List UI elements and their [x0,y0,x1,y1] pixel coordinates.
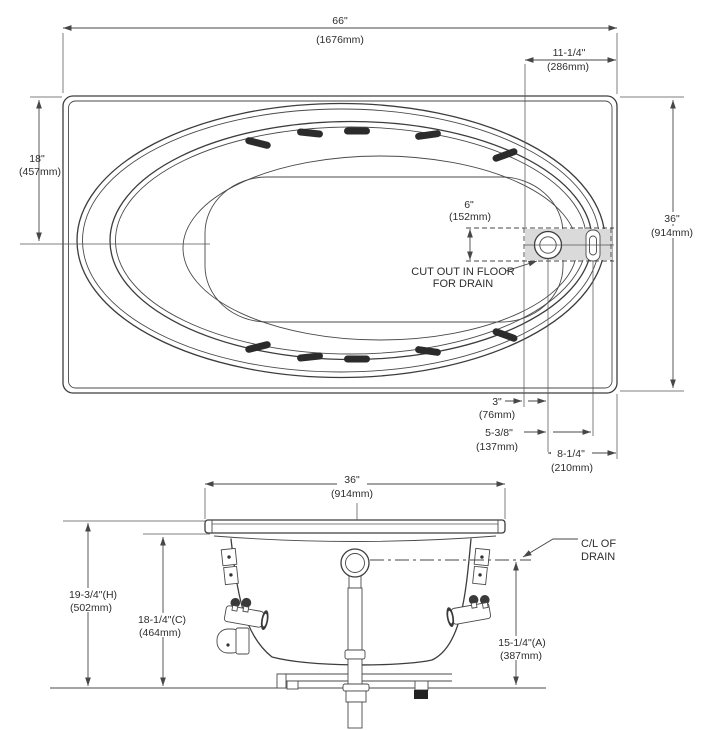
dim-text: 8-1/4" [557,448,585,460]
dim-overall-width: 66" (1676mm) [63,15,617,46]
drain-cutout [466,227,614,262]
tub-deck-outline [62,95,618,394]
jet-icon [245,137,271,149]
jet-icon [245,341,271,353]
jet-icon [492,328,518,342]
jet-icon [344,127,370,135]
cutout-label-line2: FOR DRAIN [433,278,494,290]
dim-text: 5-3/8" [485,427,513,439]
leader-line [522,538,578,558]
dim-text-mm: (210mm) [551,462,593,474]
dim-text-mm: (464mm) [139,627,181,639]
dim-height-h: 19-3/4"(H) (502mm) [60,523,122,686]
dim-text-mm: (76mm) [479,409,515,421]
jet-icon [344,355,370,363]
drain-cl-label: C/L OF DRAIN [522,538,616,563]
dim-drain-offset-b: 5-3/8" (137mm) [476,427,591,453]
dim-deck-end: 11-1/4" (286mm) [525,47,616,73]
dim-text-mm: (502mm) [70,602,112,614]
trap-flange [342,683,370,692]
valve-assembly-left [216,597,269,655]
tub-foot-pad [414,690,428,699]
dim-text: 15-1/4"(A) [498,637,546,649]
drain-pipe [347,587,363,651]
valve-knob-icon [241,597,252,608]
dim-text-mm: (286mm) [547,61,589,73]
tub-foot [276,673,287,689]
blower-icon [216,627,250,655]
dim-text: 18-1/4"(C) [138,614,186,626]
dim-height-c: 18-1/4"(C) (464mm) [133,537,193,686]
dim-text: 6" [464,199,474,211]
dim-text: 18" [29,153,45,165]
cutout-label: CUT OUT IN FLOOR FOR DRAIN [411,260,538,290]
dim-half-depth: 18" (457mm) [19,100,61,241]
dim-drain-offset-a: 3" (76mm) [479,396,546,421]
dim-text: 36" [344,474,360,486]
dim-drain-offset-c: 8-1/4" (210mm) [548,446,616,474]
dim-overall-depth: 36" (914mm) [647,100,699,388]
dim-drain-cutout: 6" (152mm) [449,199,491,260]
wall-bracket-right [472,547,491,586]
tub-foot [414,680,429,691]
tub-support-rail [276,673,452,699]
dim-text-mm: (387mm) [500,650,542,662]
dim-text-mm: (152mm) [449,211,491,223]
section-view: 36" (914mm) C/L OF DRAIN 19-3/4"(H) (502… [50,474,616,729]
plan-extension-lines [30,33,684,459]
dim-text: 11-1/4" [553,47,586,59]
tub-rim-slab [204,519,506,534]
jet-icon [297,128,323,138]
drain-cl-line2: DRAIN [581,551,615,563]
drain-cl-line1: C/L OF [581,538,616,550]
dim-text: 3" [492,396,502,408]
plan-view: 66" (1676mm) 11-1/4" (286mm) 18" (457mm)… [19,15,699,474]
cutout-label-line1: CUT OUT IN FLOOR [411,266,515,278]
jet-icons [245,127,518,363]
dim-text-mm: (457mm) [19,166,61,178]
wall-bracket-left [220,547,239,586]
dim-text: 19-3/4"(H) [69,589,117,601]
dim-text-mm: (1676mm) [316,34,364,46]
section-extension-lines [63,488,506,535]
jet-icon [415,346,441,356]
tub-foot [286,680,299,690]
jet-icon [297,352,323,362]
tub-far-rim-edge [213,535,497,542]
dim-rim-width: 36" (914mm) [205,474,505,500]
dim-text-mm: (137mm) [476,441,518,453]
dim-text-mm: (914mm) [651,227,693,239]
dim-text-mm: (914mm) [331,488,373,500]
dim-height-a: 15-1/4"(A) (387mm) [492,562,552,685]
pipe-coupling [344,649,366,660]
jet-icon [415,130,441,140]
overflow-slot-icon [585,229,601,262]
dim-text: 66" [332,15,348,27]
drain-pipe-assembly [340,548,370,729]
jet-icon [492,148,518,162]
dim-text: 36" [664,213,680,225]
leader-line [505,260,538,272]
valve-assembly-right [446,595,492,627]
